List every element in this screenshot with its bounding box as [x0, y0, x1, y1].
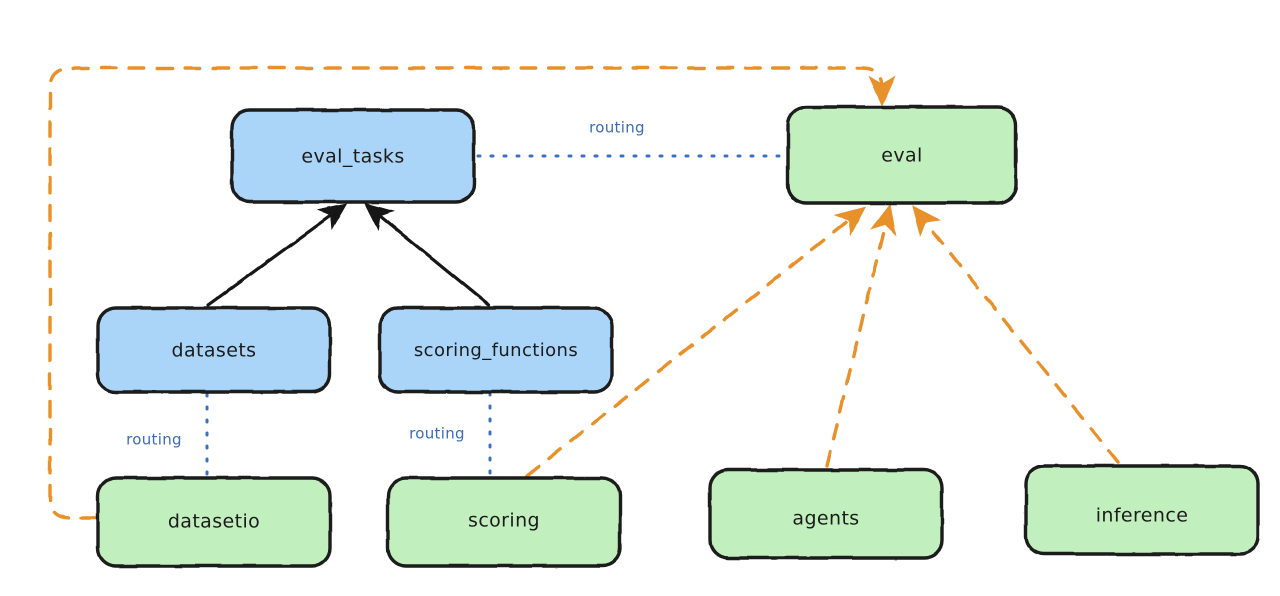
edge-inference-eval [911, 205, 1120, 464]
edge-label-routing-eval-tasks: routing [589, 119, 645, 137]
node-eval-tasks-label: eval_tasks [301, 146, 404, 168]
node-scoring-functions[interactable]: scoring_functions [378, 306, 614, 394]
node-eval-tasks[interactable]: eval_tasks [230, 108, 476, 204]
node-inference-box [1024, 464, 1260, 556]
node-scoring[interactable]: scoring [386, 476, 622, 568]
node-eval-box [786, 105, 1018, 205]
node-scoring-functions-box [378, 306, 614, 394]
edge-group-routing [205, 154, 786, 480]
edge-scoring-eval [525, 206, 866, 478]
edge-datasets-eval-tasks [206, 203, 348, 307]
node-datasetio-label: datasetio [168, 511, 260, 533]
edge-group-solid [206, 202, 491, 307]
edge-scoring-functions-eval-tasks [364, 202, 491, 307]
node-agents-label: agents [792, 508, 859, 530]
edge-group-dependency [48, 66, 1120, 520]
edge-datasetio-eval [48, 66, 896, 520]
node-inference[interactable]: inference [1024, 464, 1260, 556]
node-scoring-functions-label: scoring_functions [414, 340, 578, 361]
node-datasetio[interactable]: datasetio [96, 476, 332, 568]
node-group: eval_tasks eval datasets scoring_functio… [96, 105, 1260, 568]
edge-agents-eval [825, 203, 897, 468]
node-eval[interactable]: eval [786, 105, 1018, 205]
node-datasetio-box [96, 476, 332, 568]
edge-label-group: routing routing routing [126, 119, 645, 449]
node-scoring-box [386, 476, 622, 568]
node-datasets[interactable]: datasets [96, 306, 332, 394]
node-agents-box [708, 468, 944, 560]
edge-label-routing-scoring-functions: routing [409, 425, 465, 443]
node-agents[interactable]: agents [708, 468, 944, 560]
node-eval-tasks-box [230, 108, 476, 204]
node-datasets-label: datasets [172, 340, 257, 362]
node-datasets-box [96, 306, 332, 394]
node-scoring-label: scoring [468, 510, 540, 532]
edge-label-routing-datasets: routing [126, 431, 182, 449]
node-inference-label: inference [1096, 505, 1189, 527]
node-eval-label: eval [881, 145, 922, 167]
